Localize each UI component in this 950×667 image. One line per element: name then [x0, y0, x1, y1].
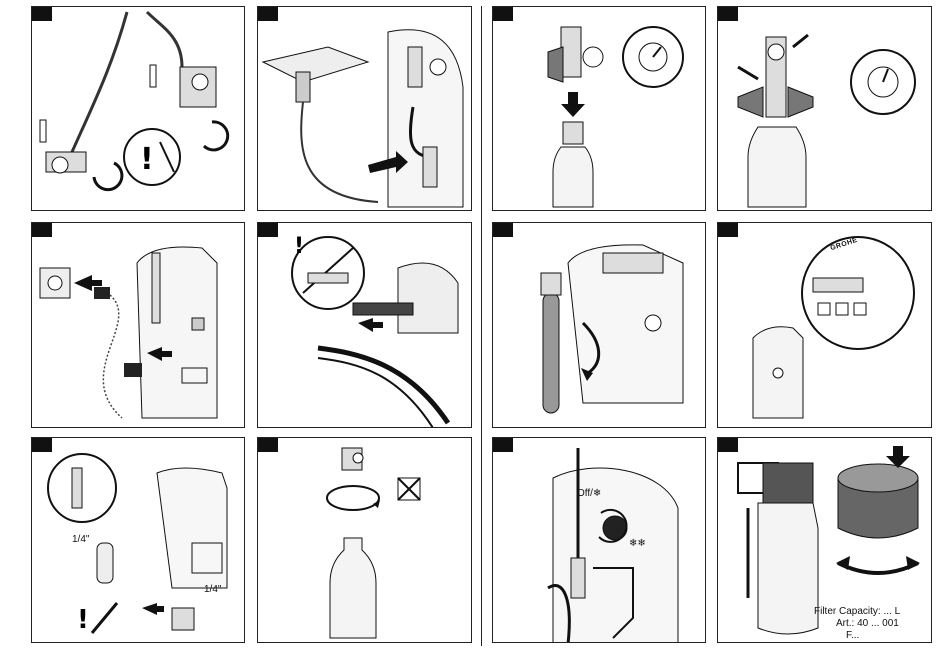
step-panel-4 [717, 6, 932, 211]
step-illustration [32, 223, 245, 428]
step-illustration [493, 223, 706, 428]
step-illustration: ! [32, 438, 245, 643]
article-number-label: Art.: 40 ... 001 [836, 618, 899, 629]
svg-text:!: ! [140, 142, 154, 177]
step-illustration [258, 438, 472, 643]
step-illustration: ! [32, 7, 245, 211]
step-panel-7 [492, 222, 706, 428]
column-divider [481, 6, 482, 646]
step-panel-5 [31, 222, 245, 428]
step-panel-2 [257, 6, 472, 211]
fraction-label-b: 1/4" [204, 584, 221, 595]
step-panel-10 [257, 437, 472, 643]
step-illustration [718, 7, 932, 211]
off-label: Off/❄ [577, 488, 601, 499]
svg-text:!: ! [294, 234, 304, 259]
step-panel-1: ! [31, 6, 245, 211]
step-illustration [258, 7, 472, 211]
step-panel-8: GROHE [717, 222, 932, 428]
step-illustration [718, 223, 932, 428]
step-panel-3 [492, 6, 706, 211]
step-illustration [493, 438, 706, 643]
step-panel-9: ! 1/4" 1/4" [31, 437, 245, 643]
snow-label: ❄❄ [629, 538, 646, 549]
step-illustration [493, 7, 706, 211]
svg-text:!: ! [77, 605, 89, 635]
step-panel-11: Off/❄ ❄❄ [492, 437, 706, 643]
f-line-label: F... [846, 630, 859, 641]
filter-capacity-label: Filter Capacity: ... L [814, 606, 900, 617]
fraction-label-a: 1/4" [72, 534, 89, 545]
step-illustration: ! [258, 223, 472, 428]
step-panel-12: Filter Capacity: ... L Art.: 40 ... 001 … [717, 437, 932, 643]
step-panel-6: ! [257, 222, 472, 428]
